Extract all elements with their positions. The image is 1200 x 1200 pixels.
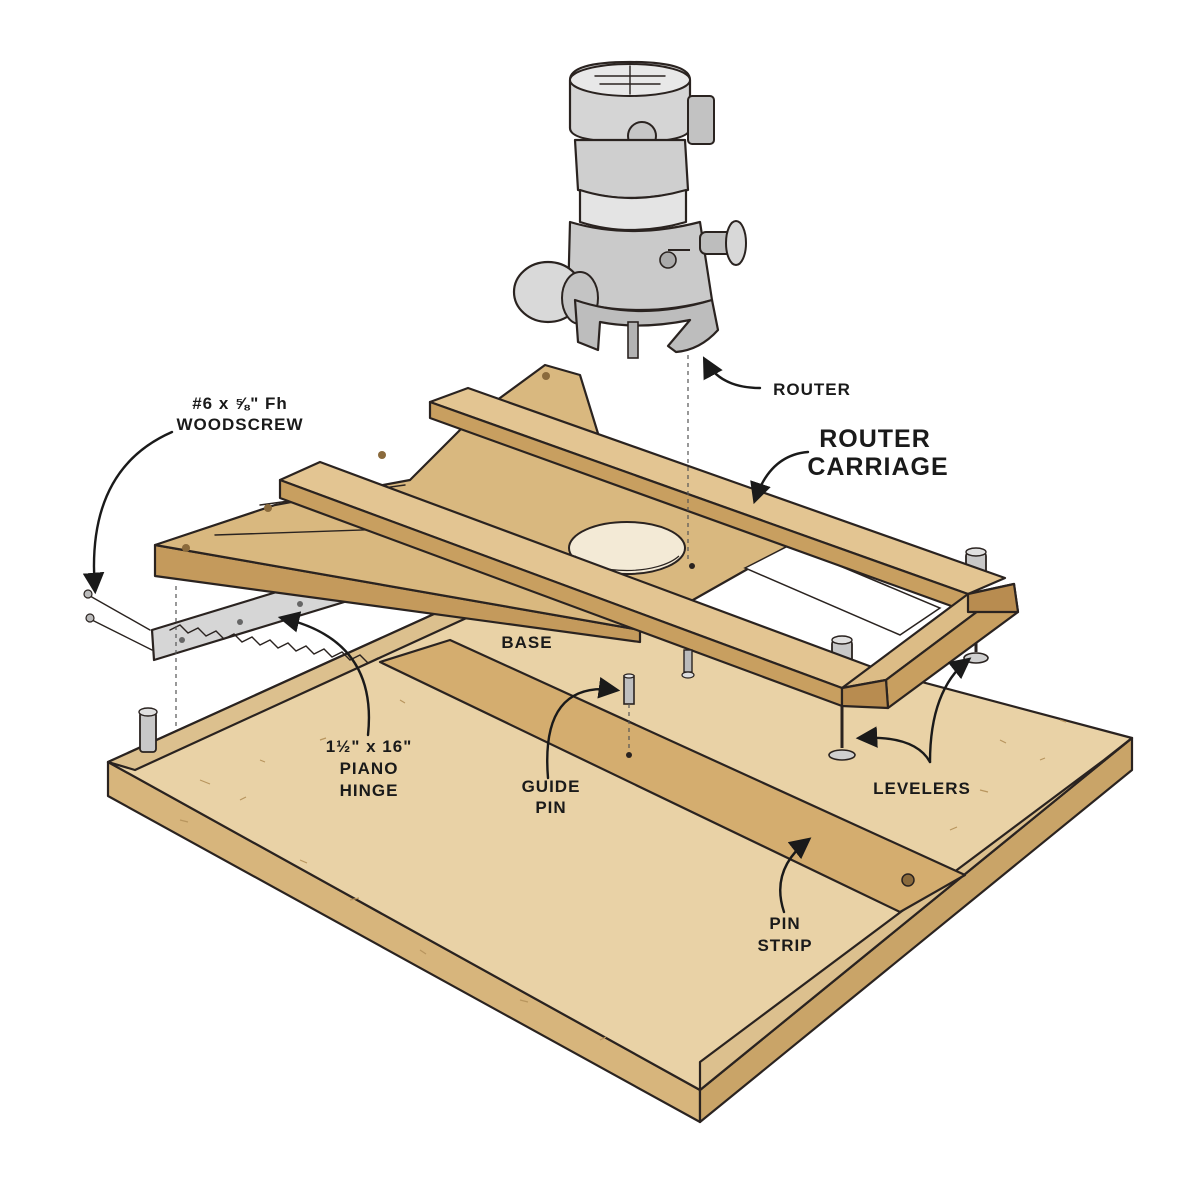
- levelers-leader-1: [855, 726, 932, 764]
- piano-hinge-leader: [277, 611, 371, 737]
- router-label: ROUTER: [773, 380, 851, 399]
- pin-strip-label-line2: STRIP: [757, 936, 812, 955]
- pin-strip-leader: [779, 837, 812, 914]
- woodscrew-leader: [82, 430, 174, 595]
- router-leader: [702, 356, 762, 390]
- pin-strip-screw-icon: [901, 873, 915, 887]
- pin-strip-label-line1: PIN: [769, 914, 800, 933]
- carriage-screw: [681, 649, 695, 679]
- piano-hinge-label-line1: 1½" x 16": [326, 737, 413, 756]
- router: [512, 60, 747, 359]
- guide-pin: [623, 673, 635, 758]
- woodscrew-label-line2: WOODSCREW: [176, 415, 303, 434]
- piano-hinge-label-line2: PIANO: [340, 759, 399, 778]
- levelers-label: LEVELERS: [873, 779, 971, 798]
- levelers-leader-2: [928, 657, 972, 764]
- pin-strip: [378, 638, 967, 914]
- router-carriage-label-line1: ROUTER: [819, 425, 931, 453]
- woodscrew-label-line1: #6 x ⅝" Fh: [192, 394, 288, 413]
- router-carriage-label-line2: CARRIAGE: [807, 453, 948, 481]
- piano-hinge-label-line3: HINGE: [340, 781, 399, 800]
- guide-pin-label-line1: GUIDE: [522, 777, 581, 796]
- leader-lines: [82, 356, 972, 914]
- woodscrews: [83, 589, 153, 651]
- guide-pin-label-line2: PIN: [535, 798, 566, 817]
- leveler-left: [138, 707, 158, 753]
- guide-pin-leader: [546, 677, 621, 780]
- router-carriage: [153, 363, 1020, 710]
- base-label: BASE: [501, 633, 552, 652]
- base-texture: [179, 679, 1067, 1041]
- router-carriage-leader: [750, 450, 810, 505]
